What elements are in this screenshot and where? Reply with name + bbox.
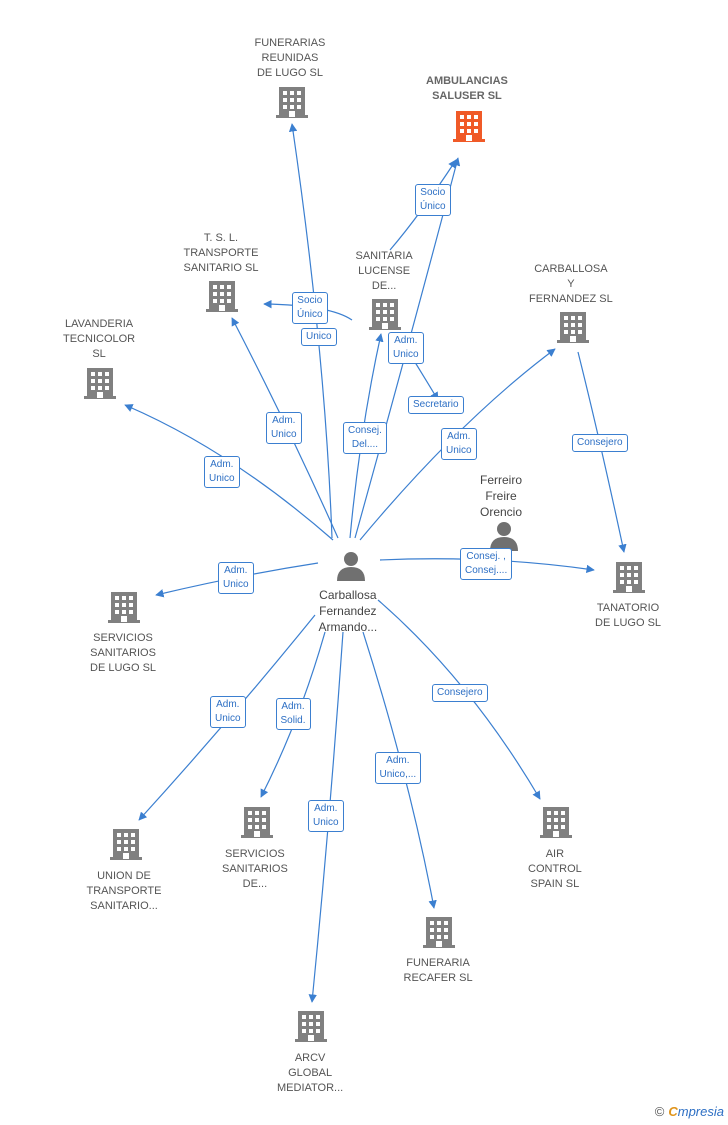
building-icon[interactable] <box>110 829 142 860</box>
person-icon[interactable] <box>490 522 518 551</box>
edge-label[interactable]: Consej. ,Consej.... <box>460 548 513 580</box>
edge-label[interactable]: Secretario <box>408 396 464 414</box>
edge-label[interactable]: Adm.Unico <box>308 800 344 832</box>
edge-label[interactable]: Adm.Unico <box>210 696 246 728</box>
building-icon[interactable] <box>295 1011 327 1042</box>
person-icon[interactable] <box>337 552 365 581</box>
edge-label[interactable]: Unico <box>301 328 337 346</box>
edge-label[interactable]: Adm.Unico <box>441 428 477 460</box>
building-icon[interactable] <box>540 807 572 838</box>
edge-label[interactable]: Consej.Del.... <box>343 422 387 454</box>
edge-label[interactable]: Adm.Unico <box>388 332 424 364</box>
edge-label[interactable]: Adm.Unico <box>266 412 302 444</box>
building-icon[interactable] <box>453 111 485 142</box>
building-icon[interactable] <box>423 917 455 948</box>
edge-label[interactable]: Adm.Solid. <box>275 698 311 730</box>
building-icon[interactable] <box>276 87 308 118</box>
brand-name: mpresia <box>677 1104 724 1119</box>
building-icon[interactable] <box>369 299 401 330</box>
empresia-logo: ©Cmpresia <box>655 1104 724 1119</box>
edge-label[interactable]: Adm.Unico <box>204 456 240 488</box>
edge-label[interactable]: Adm.Unico,... <box>374 752 422 784</box>
brand-initial: C <box>668 1104 678 1119</box>
building-icon[interactable] <box>241 807 273 838</box>
edge-label[interactable]: Adm.Unico <box>218 562 254 594</box>
building-icon[interactable] <box>613 562 645 593</box>
building-icon[interactable] <box>84 368 116 399</box>
edge-line <box>577 351 627 553</box>
copyright-icon: © <box>654 1104 665 1119</box>
building-icon[interactable] <box>557 312 589 343</box>
edge-label[interactable]: Consejero <box>572 434 628 452</box>
edge-label[interactable]: Consejero <box>432 684 488 702</box>
building-icon[interactable] <box>206 281 238 312</box>
building-icon[interactable] <box>108 592 140 623</box>
